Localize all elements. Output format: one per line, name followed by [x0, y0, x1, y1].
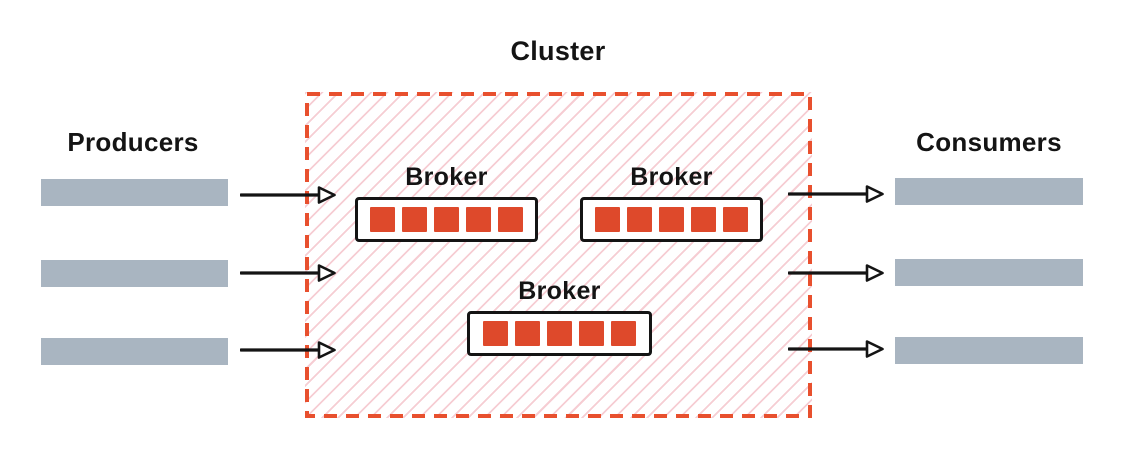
- partition-square: [595, 207, 620, 232]
- broker-2: Broker: [580, 163, 763, 242]
- partition-square: [483, 321, 508, 346]
- arrow-consumer-3: [788, 340, 884, 358]
- partition-square: [466, 207, 491, 232]
- broker-box: [467, 311, 652, 356]
- partition-square: [402, 207, 427, 232]
- arrow-consumer-1: [788, 185, 884, 203]
- partition-square: [434, 207, 459, 232]
- cluster-title: Cluster: [510, 36, 606, 66]
- partition-square: [579, 321, 604, 346]
- partition-square: [370, 207, 395, 232]
- partition-square: [515, 321, 540, 346]
- partition-square: [659, 207, 684, 232]
- producer-stream-bar: [41, 338, 228, 365]
- partition-square: [627, 207, 652, 232]
- arrow-producer-3: [240, 341, 336, 359]
- partition-square: [611, 321, 636, 346]
- consumer-stream-bar: [895, 259, 1083, 286]
- arrow-producer-1: [240, 186, 336, 204]
- producer-stream-bar: [41, 179, 228, 206]
- broker-box: [580, 197, 763, 242]
- cluster-box: [305, 92, 812, 418]
- producer-stream-bar: [41, 260, 228, 287]
- partition-square: [723, 207, 748, 232]
- producers-label: Producers: [67, 127, 199, 157]
- broker-1: Broker: [355, 163, 538, 242]
- cluster-dashed-border: [305, 92, 812, 418]
- arrow-producer-2: [240, 264, 336, 282]
- broker-label: Broker: [518, 277, 601, 305]
- partition-square: [547, 321, 572, 346]
- broker-3: Broker: [467, 277, 652, 356]
- broker-box: [355, 197, 538, 242]
- broker-label: Broker: [405, 163, 488, 191]
- broker-label: Broker: [630, 163, 713, 191]
- arrow-consumer-2: [788, 264, 884, 282]
- consumer-stream-bar: [895, 337, 1083, 364]
- partition-square: [498, 207, 523, 232]
- partition-square: [691, 207, 716, 232]
- consumers-label: Consumers: [916, 127, 1062, 157]
- consumer-stream-bar: [895, 178, 1083, 205]
